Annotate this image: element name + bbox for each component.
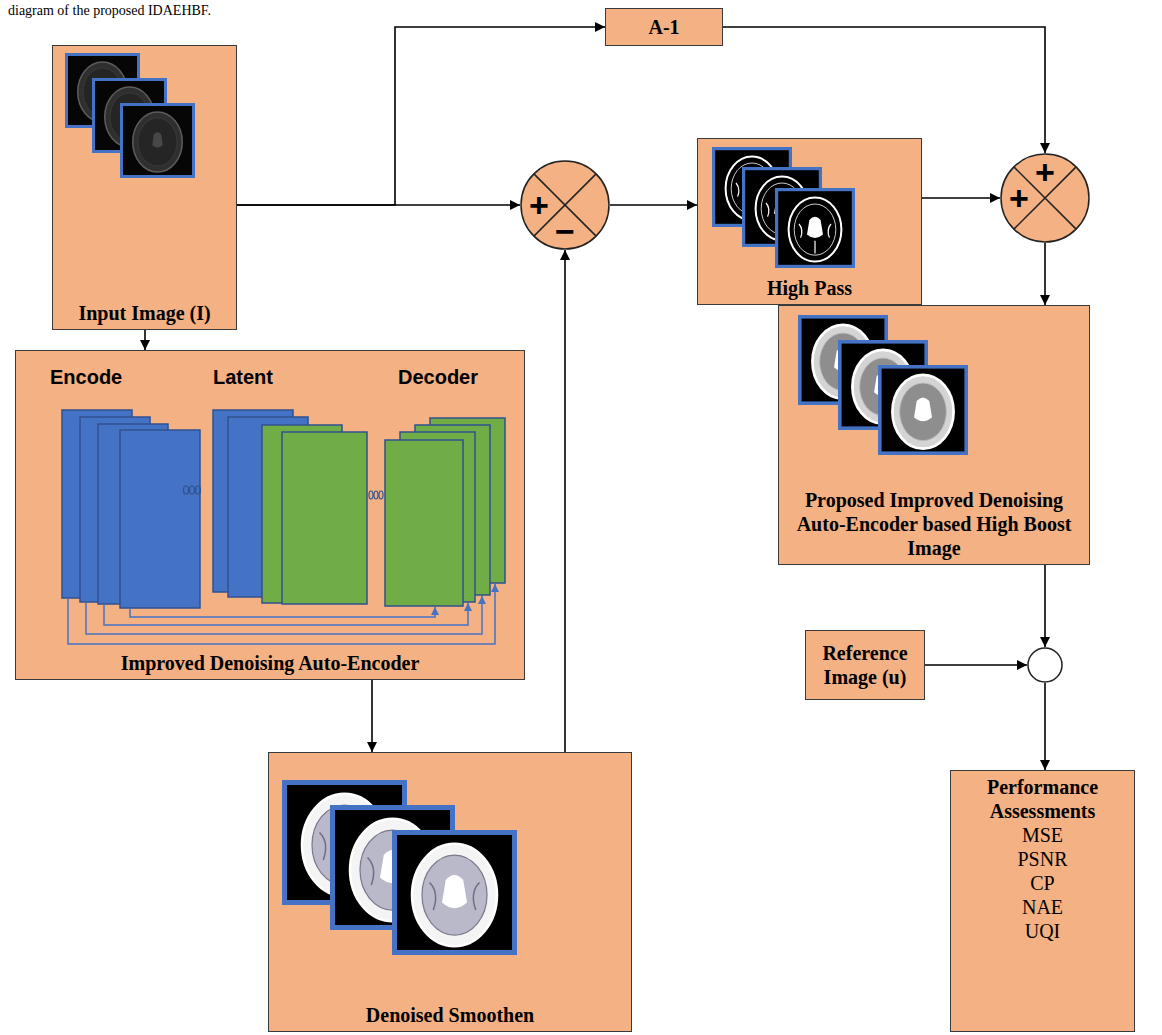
junction-circle (1001, 154, 1089, 242)
denoised-slice (285, 783, 405, 903)
reference-box: Reference Image (u) (805, 630, 925, 700)
section-label: Latent (213, 366, 273, 389)
encoder-layer (120, 430, 200, 608)
boosted-slice (840, 342, 926, 428)
input-box: Input Image (I) (52, 45, 237, 330)
box-title: Input Image (I) (78, 301, 210, 325)
boosted-slice (800, 317, 886, 403)
mri-slice (67, 55, 139, 127)
edge-map (744, 169, 821, 246)
flow-arrow (1044, 243, 1046, 305)
operator-sign: − (550, 216, 580, 246)
image-box: High Pass (697, 138, 922, 305)
denoised-slice (395, 833, 515, 953)
operator-sign: + (1030, 157, 1060, 187)
decoder-layer (400, 432, 475, 602)
ellipsis-dot (374, 491, 378, 499)
box-title: Improved Denoising Auto-Encoder (121, 651, 420, 675)
network-box: Improved Denoising Auto-Encoder (15, 350, 525, 680)
encoder-layer (80, 417, 150, 602)
flow-arrow (922, 197, 1000, 199)
skip-connection (130, 607, 435, 617)
encoder-layer (62, 410, 132, 598)
flow-arrow (371, 680, 373, 752)
decoder-layer (385, 440, 463, 606)
box-title: High Pass (767, 276, 852, 300)
caption-fragment: diagram of the proposed IDAEHBF. (8, 2, 211, 19)
box-title: A-1 (648, 15, 679, 39)
compare-junction (1027, 647, 1063, 683)
section-label: Decoder (398, 366, 478, 389)
subtract-junction: +− (520, 160, 610, 250)
metric-name: PSNR (1017, 847, 1067, 871)
metric-name: UQI (1025, 919, 1061, 943)
flow-arrow (1044, 683, 1046, 770)
mri-slice (122, 105, 194, 177)
flow-arrow (723, 27, 1045, 153)
latent-layer (213, 410, 293, 592)
skip-connection (104, 603, 468, 625)
operator-box: A-1 (605, 8, 723, 46)
flow-arrow (925, 664, 1027, 666)
skip-connection (86, 596, 482, 634)
metric-name: NAE (1022, 895, 1063, 919)
box-title: Denoised Smoothen (366, 1003, 534, 1027)
metric-name: MSE (1022, 823, 1063, 847)
image-box: Denoised Smoothen (268, 752, 632, 1032)
skip-connection (68, 584, 495, 644)
metric-name: CP (1030, 871, 1054, 895)
latent-layer (282, 432, 367, 604)
encoder-layer (98, 424, 168, 604)
ellipsis-dot (190, 486, 195, 494)
ellipsis-dot (379, 491, 383, 499)
junction-circle (1028, 648, 1062, 682)
flow-arrow (610, 204, 697, 206)
flow-arrow (1044, 565, 1046, 647)
decoder-layer (430, 418, 505, 583)
section-label: Encode (50, 366, 122, 389)
decoder-layer (415, 425, 490, 595)
denoised-slice (333, 808, 453, 928)
ellipsis-dot (184, 486, 189, 494)
latent-layer (262, 425, 342, 603)
operator-sign: + (1004, 183, 1034, 213)
flow-arrow (144, 330, 146, 350)
flow-arrow (564, 250, 566, 752)
box-title: Reference Image (u) (812, 641, 918, 689)
ellipsis-dot (196, 486, 201, 494)
box-title: Performance Assessments (957, 775, 1128, 823)
latent-layer (228, 417, 308, 597)
box-title: Proposed Improved Denoising Auto-Encoder… (785, 488, 1083, 560)
mri-slice (94, 80, 166, 152)
junction-outline (1027, 647, 1063, 683)
boosted-slice (880, 367, 966, 453)
operator-sign: + (524, 190, 554, 220)
metrics-box: Performance AssessmentsMSEPSNRCPNAEUQI (950, 770, 1135, 1032)
edge-map (777, 190, 854, 267)
junction-circle (521, 161, 609, 249)
sum-junction: ++ (1000, 153, 1090, 243)
ellipsis-dot (369, 491, 373, 499)
output-box: Proposed Improved Denoising Auto-Encoder… (778, 305, 1090, 565)
edge-map (714, 149, 791, 226)
